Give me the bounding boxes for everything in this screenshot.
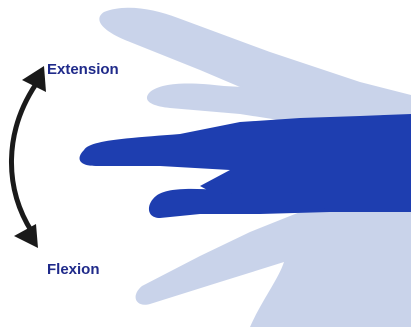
- label-flexion: Flexion: [47, 262, 100, 277]
- hand-neutral-highlight: [80, 114, 411, 218]
- motion-arrow: [11, 66, 46, 248]
- arrow-head-down-icon: [14, 224, 38, 248]
- label-extension: Extension: [47, 62, 119, 77]
- arc-line: [11, 84, 36, 232]
